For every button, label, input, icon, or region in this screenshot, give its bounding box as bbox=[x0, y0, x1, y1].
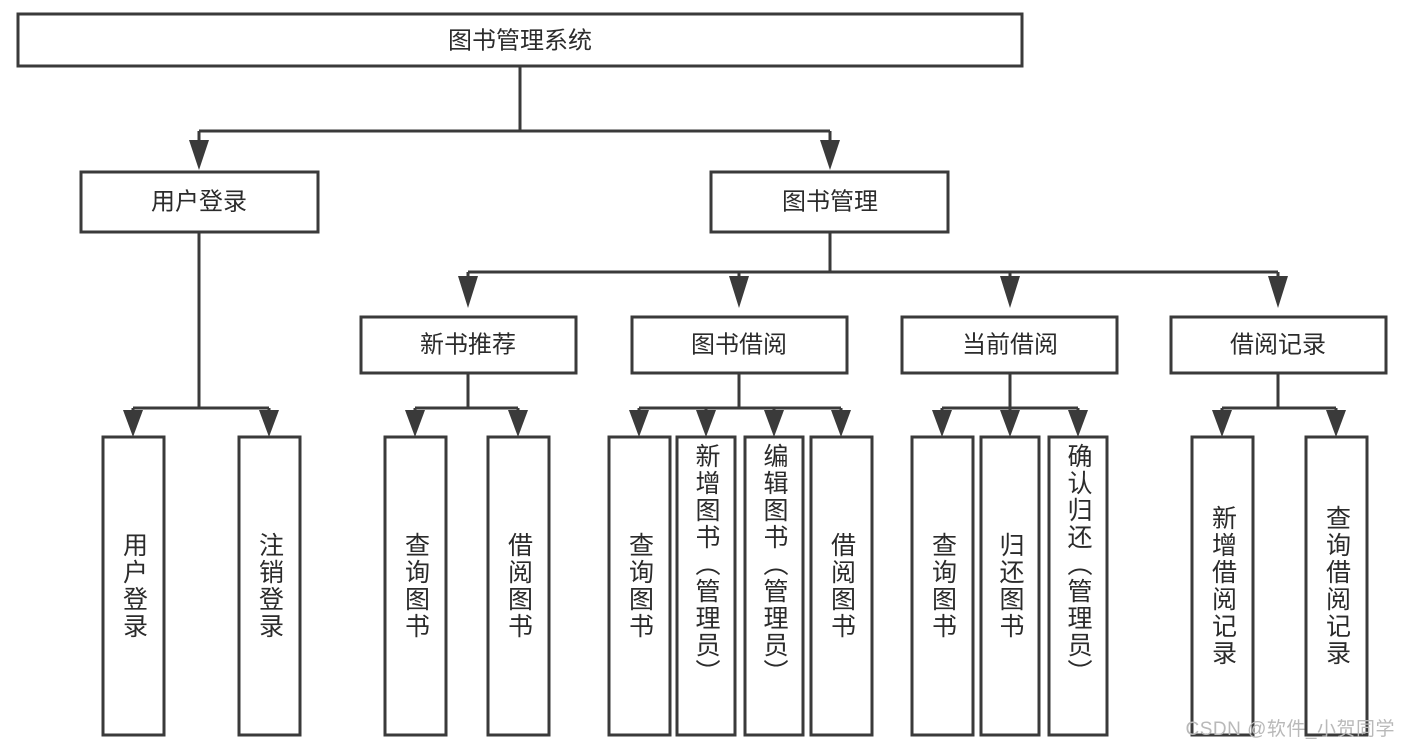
node-root-box bbox=[16, 12, 1024, 68]
node-current-borrow-box bbox=[900, 315, 1119, 375]
leaf-box-query-book-borrow[interactable] bbox=[607, 435, 672, 737]
arrow-head-leaf-confirm-return bbox=[1068, 410, 1088, 437]
connector-layer bbox=[123, 66, 1346, 437]
node-borrow-record[interactable]: 借阅记录 bbox=[1169, 315, 1388, 375]
arrow-head-leaf-add-record bbox=[1212, 410, 1232, 437]
arrow-head-leaf-query-book-a bbox=[405, 410, 425, 437]
leaf-box-edit-book-admin[interactable] bbox=[743, 435, 805, 737]
arrow-head-current-borrow bbox=[1000, 276, 1020, 308]
arrow-head-user-login bbox=[189, 140, 209, 170]
leaf-box-query-book-current[interactable] bbox=[910, 435, 975, 737]
node-current-borrow-label: 当前借阅 bbox=[962, 331, 1058, 358]
arrow-head-leaf-add-book bbox=[696, 410, 716, 437]
leaf-box-add-borrow-record[interactable] bbox=[1190, 435, 1255, 737]
node-book-management[interactable]: 图书管理 bbox=[709, 170, 950, 234]
leaf-box-return-book[interactable] bbox=[979, 435, 1041, 737]
leaf-box-user-login[interactable] bbox=[101, 435, 166, 737]
leaf-box-add-book-admin[interactable] bbox=[675, 435, 737, 737]
node-user-login-label: 用户登录 bbox=[151, 188, 247, 215]
leaf-box-confirm-return-admin[interactable] bbox=[1047, 435, 1109, 737]
arrow-head-leaf-borrow-book-b bbox=[831, 410, 851, 437]
node-new-book-recommend-label: 新书推荐 bbox=[420, 331, 516, 358]
arrow-head-new-book-rec bbox=[458, 276, 478, 308]
arrow-head-leaf-query-book-c bbox=[932, 410, 952, 437]
leaf-box-borrow-book-borrow[interactable] bbox=[809, 435, 874, 737]
node-user-login-box bbox=[79, 170, 320, 234]
leaf-box-query-book-newbook[interactable] bbox=[383, 435, 448, 737]
arrow-head-leaf-return-book bbox=[1000, 410, 1020, 437]
csdn-watermark: CSDN @软件_小贺同学 bbox=[1185, 719, 1395, 740]
arrow-head-book-borrow bbox=[729, 276, 749, 308]
node-root-book-management-system[interactable]: 图书管理系统 bbox=[16, 12, 1024, 68]
leaf-box-query-borrow-record[interactable] bbox=[1304, 435, 1369, 737]
leaf-box-borrow-book-newbook[interactable] bbox=[486, 435, 551, 737]
node-book-management-label: 图书管理 bbox=[782, 188, 878, 215]
leaf-node-layer bbox=[101, 435, 1369, 737]
node-current-borrow[interactable]: 当前借阅 bbox=[900, 315, 1119, 375]
node-borrow-record-box bbox=[1169, 315, 1388, 375]
node-book-borrow[interactable]: 图书借阅 bbox=[630, 315, 849, 375]
node-borrow-record-label: 借阅记录 bbox=[1230, 331, 1326, 358]
node-root-label: 图书管理系统 bbox=[448, 27, 592, 54]
arrow-head-leaf-query-book-b bbox=[629, 410, 649, 437]
node-book-borrow-box bbox=[630, 315, 849, 375]
arrow-head-leaf-borrow-book-a bbox=[508, 410, 528, 437]
node-user-login[interactable]: 用户登录 bbox=[79, 170, 320, 234]
node-new-book-recommend[interactable]: 新书推荐 bbox=[359, 315, 578, 375]
node-new-book-recommend-box bbox=[359, 315, 578, 375]
arrow-head-book-mgmt bbox=[820, 140, 840, 170]
arrow-head-leaf-logout bbox=[259, 410, 279, 437]
leaf-box-logout[interactable] bbox=[237, 435, 302, 737]
arrow-head-leaf-edit-book bbox=[764, 410, 784, 437]
arrow-head-leaf-user-login bbox=[123, 410, 143, 437]
arrow-head-leaf-query-record bbox=[1326, 410, 1346, 437]
node-book-management-box bbox=[709, 170, 950, 234]
arrow-head-borrow-record bbox=[1268, 276, 1288, 308]
node-book-borrow-label: 图书借阅 bbox=[691, 331, 787, 358]
